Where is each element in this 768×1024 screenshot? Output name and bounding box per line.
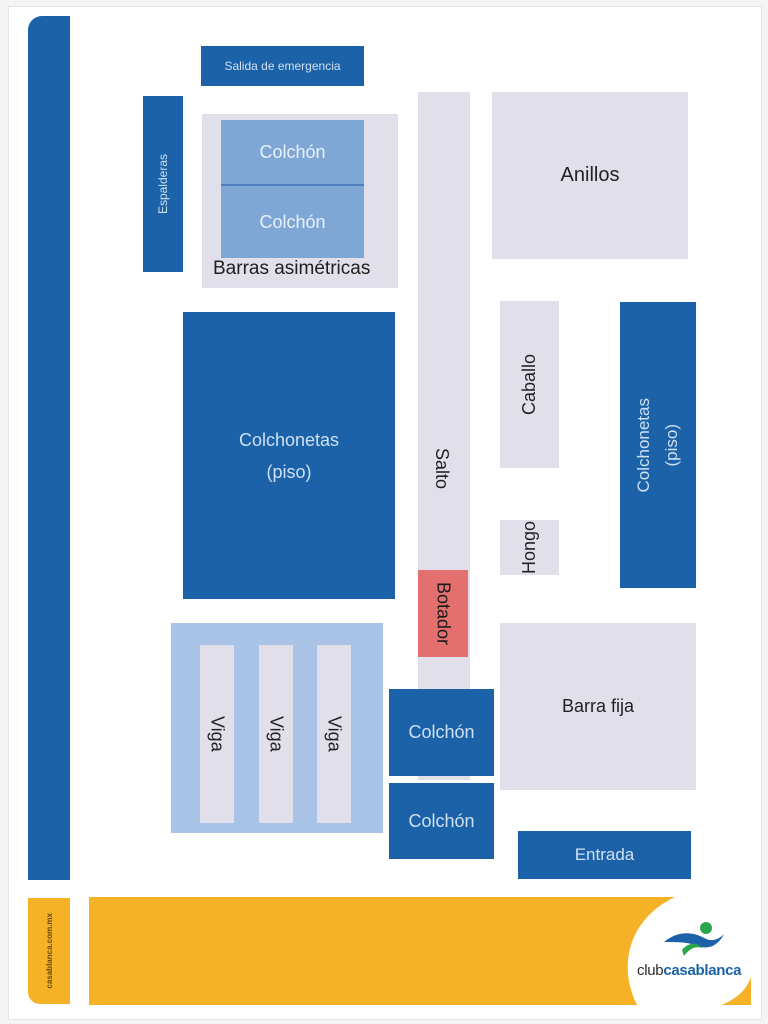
viga-label: Viga (207, 716, 228, 752)
colchonetas-piso-left: Colchonetas (piso) (183, 312, 395, 599)
colchon-barras-top: Colchón (221, 120, 364, 186)
salto-runway (418, 92, 470, 780)
hongo: Hongo (500, 520, 559, 575)
colchonetas-right-label-1: Colchonetas (634, 397, 653, 493)
colchonetas-right-label-2: (piso) (662, 423, 681, 467)
colchonetas-right-label-group: Colchonetas (piso) (630, 398, 686, 493)
website-text: casablanca.com.mx (44, 913, 54, 989)
espalderas-label: Espalderas (156, 153, 170, 215)
barra-fija-label: Barra fija (561, 696, 635, 716)
barras-asimetricas-label: Barras asimétricas (213, 258, 371, 279)
viga-3: Viga (317, 645, 351, 823)
colchon-label: Colchón (408, 810, 475, 831)
caballo-label: Caballo (519, 353, 539, 416)
logo-brand: casablanca (663, 962, 742, 979)
colchon-barras-bottom: Colchón (221, 186, 364, 258)
colchon-salto-top: Colchón (389, 689, 494, 776)
website-tab: casablanca.com.mx (28, 898, 70, 1004)
colchon-salto-bottom: Colchón (389, 783, 494, 859)
salto-label: Salto (432, 448, 452, 490)
salida-label: Salida de emergencia (224, 59, 341, 73)
entrada: Entrada (518, 831, 691, 879)
footer-corner-shape (721, 977, 751, 1005)
viga-label: Viga (266, 716, 287, 752)
hongo-label: Hongo (519, 520, 539, 575)
botador-label: Botador (433, 581, 454, 646)
caballo: Caballo (500, 301, 559, 468)
colchon-label: Colchón (408, 722, 475, 742)
barra-fija: Barra fija (500, 623, 696, 790)
anillos-label: Anillos (560, 164, 620, 186)
colchonetas-left-label-2: (piso) (266, 461, 312, 482)
botador: Botador (418, 570, 468, 657)
logo-prefix: club (637, 962, 664, 979)
viga-2: Viga (259, 645, 293, 823)
logo-wordmark: clubcasablanca (637, 962, 742, 979)
anillos: Anillos (492, 92, 688, 259)
espalderas: Espalderas (143, 96, 183, 272)
salida-emergencia: Salida de emergencia (201, 46, 364, 86)
footer-banner (89, 897, 751, 1005)
entrada-label: Entrada (574, 845, 635, 864)
person-figure-icon (664, 922, 724, 956)
viga-label: Viga (324, 716, 345, 752)
colchon-label: Colchón (259, 141, 326, 162)
colchon-label: Colchón (259, 211, 326, 232)
left-wall-bar (28, 16, 70, 880)
colchonetas-piso-right: Colchonetas (piso) (620, 302, 696, 588)
footer-banner-shape (89, 897, 675, 1005)
viga-1: Viga (200, 645, 234, 823)
colchonetas-left-label-1: Colchonetas (238, 429, 340, 450)
